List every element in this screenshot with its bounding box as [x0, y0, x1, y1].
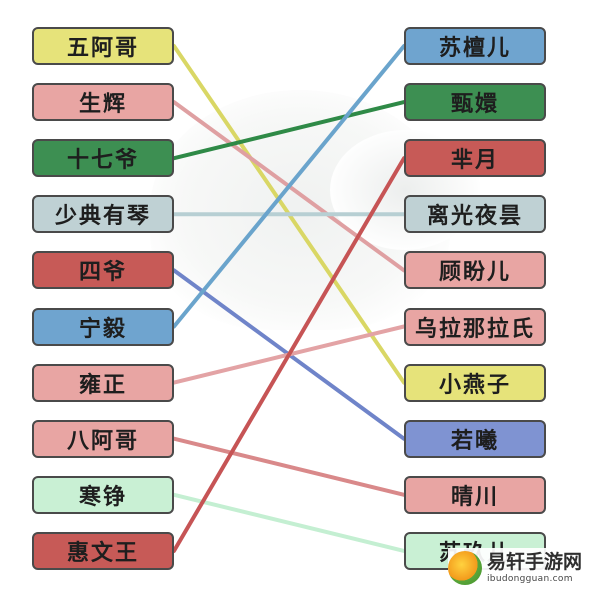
right-card-6[interactable]: 小燕子	[404, 363, 546, 402]
left-card-8[interactable]: 寒铮	[32, 475, 174, 514]
right-card-label: 芈月	[450, 147, 499, 174]
right-card-5[interactable]: 乌拉那拉氏	[404, 307, 546, 346]
right-card-label: 顾盼儿	[438, 259, 511, 286]
left-card-label: 雍正	[78, 371, 127, 398]
site-logo-icon	[448, 551, 482, 585]
watermark-title: 易轩手游网	[487, 550, 583, 573]
left-card-0[interactable]: 五阿哥	[32, 27, 174, 65]
right-card-label: 小燕子	[438, 371, 511, 398]
left-card-label: 寒铮	[78, 483, 127, 510]
watermark-subtitle: ibudongguan.com	[487, 573, 573, 584]
right-card-label: 甄嬛	[450, 91, 499, 118]
left-card-6[interactable]: 雍正	[32, 363, 174, 402]
right-card-0[interactable]: 苏檀儿	[404, 27, 546, 65]
left-card-label: 少典有琴	[54, 203, 151, 230]
left-card-label: 十七爷	[66, 147, 139, 174]
left-card-7[interactable]: 八阿哥	[32, 419, 174, 458]
connection-line-7	[172, 436, 406, 497]
left-card-label: 五阿哥	[66, 35, 139, 61]
right-card-label: 苏檀儿	[438, 35, 511, 61]
right-card-4[interactable]: 顾盼儿	[404, 251, 546, 290]
right-card-3[interactable]: 离光夜昙	[404, 195, 546, 234]
left-card-label: 宁毅	[78, 315, 127, 342]
left-card-3[interactable]: 少典有琴	[32, 195, 174, 234]
connection-line-5	[172, 44, 406, 329]
left-card-2[interactable]: 十七爷	[32, 139, 174, 178]
connection-line-9	[172, 156, 406, 553]
right-card-2[interactable]: 芈月	[404, 139, 546, 178]
left-card-label: 四爷	[78, 259, 127, 286]
right-card-1[interactable]: 甄嬛	[404, 83, 546, 122]
watermark: 易轩手游网 ibudongguan.com	[448, 548, 598, 588]
connection-line-8	[172, 492, 406, 553]
connection-line-2	[172, 100, 406, 161]
left-card-4[interactable]: 四爷	[32, 251, 174, 290]
left-card-9[interactable]: 惠文王	[32, 531, 174, 570]
left-card-label: 生辉	[78, 91, 127, 118]
right-card-label: 乌拉那拉氏	[414, 315, 535, 342]
left-card-label: 八阿哥	[66, 427, 139, 454]
right-card-label: 若曦	[450, 427, 499, 454]
right-card-7[interactable]: 若曦	[404, 419, 546, 458]
left-card-1[interactable]: 生辉	[32, 83, 174, 122]
right-card-8[interactable]: 晴川	[404, 475, 546, 514]
left-card-5[interactable]: 宁毅	[32, 307, 174, 346]
left-card-label: 惠文王	[66, 539, 139, 566]
right-card-label: 晴川	[450, 483, 499, 510]
right-card-label: 离光夜昙	[426, 203, 523, 230]
